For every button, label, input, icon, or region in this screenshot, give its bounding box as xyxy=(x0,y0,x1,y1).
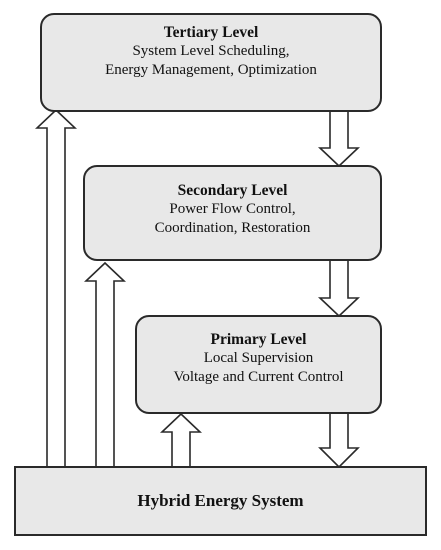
feedback-arrow-to-secondary xyxy=(83,261,127,469)
primary-level-line-2: Voltage and Current Control xyxy=(173,369,344,385)
secondary-level-line-2: Coordination, Restoration xyxy=(154,220,311,236)
primary-level-title: Primary Level xyxy=(210,331,307,348)
primary-level-line-1: Local Supervision xyxy=(203,350,314,366)
tertiary-level-title: Tertiary Level xyxy=(163,24,259,41)
command-arrow-tertiary-to-secondary xyxy=(317,110,361,168)
hybrid-energy-system-title: Hybrid Energy System xyxy=(137,491,304,510)
primary-level-box: Primary Level Local Supervision Voltage … xyxy=(135,315,382,414)
secondary-level-box: Secondary Level Power Flow Control, Coor… xyxy=(83,165,382,261)
secondary-level-title: Secondary Level xyxy=(177,182,288,199)
hybrid-energy-system-box: Hybrid Energy System xyxy=(14,466,427,536)
tertiary-level-line-2: Energy Management, Optimization xyxy=(105,62,317,78)
secondary-level-line-1: Power Flow Control, xyxy=(169,201,296,217)
feedback-arrow-to-tertiary xyxy=(34,108,78,469)
feedback-arrow-to-primary xyxy=(159,412,203,469)
command-arrow-primary-to-system xyxy=(318,412,360,469)
tertiary-level-box: Tertiary Level System Level Scheduling, … xyxy=(40,13,382,112)
tertiary-level-line-1: System Level Scheduling, xyxy=(132,43,290,59)
command-arrow-secondary-to-primary xyxy=(317,259,361,318)
